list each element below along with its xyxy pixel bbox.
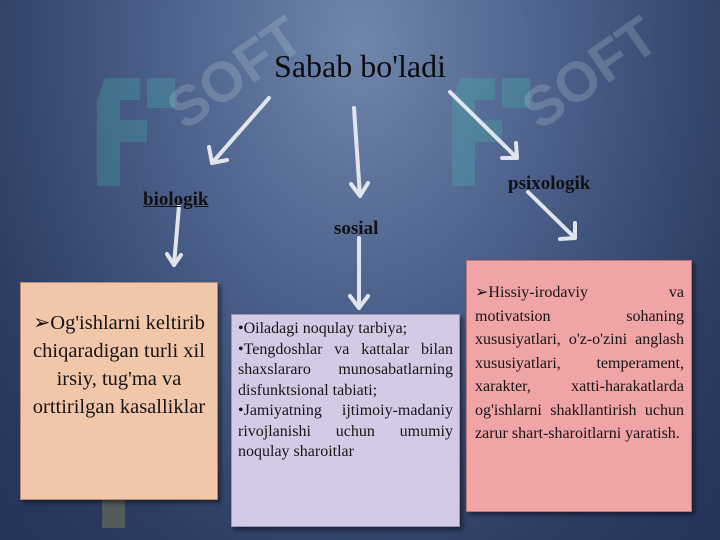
biologik-box: ➢Og'ishlarni keltirib chiqaradigan turli… — [20, 282, 218, 500]
arrow-sosial-to-box — [348, 236, 370, 310]
psixologik-box: ➢Hissiy-irodaviy va motivatsion sohaning… — [466, 260, 692, 512]
sosial-item: •Oiladagi noqulay tarbiya; — [238, 320, 408, 337]
arrow-to-psixologik — [448, 90, 519, 160]
arrow-bullet-icon: ➢ — [475, 284, 489, 301]
arrow-psixologik-to-box — [526, 190, 577, 241]
arrow-to-sosial — [349, 106, 370, 198]
psixologik-box-text: Hissiy-irodaviy va motivatsion sohaning … — [475, 284, 684, 442]
arrow-biologik-to-box — [165, 204, 183, 267]
biologik-box-text: Og'ishlarni keltirib chiqaradigan turli … — [32, 312, 206, 418]
label-psixologik: psixologik — [508, 173, 591, 194]
label-sosial: sosial — [334, 218, 379, 239]
arrow-bullet-icon: ➢ — [33, 312, 51, 334]
sosial-item: •Jamiyatning ijtimoiy-madaniy rivojlanis… — [238, 402, 453, 460]
sosial-box: •Oiladagi noqulay tarbiya; •Tengdoshlar … — [231, 314, 460, 527]
label-biologik: biologik — [143, 189, 209, 210]
page-title: Sabab bo'ladi — [274, 48, 446, 84]
arrow-to-biologik — [207, 96, 271, 165]
sosial-item: •Tengdoshlar va kattalar bilan shaxslara… — [238, 340, 453, 399]
